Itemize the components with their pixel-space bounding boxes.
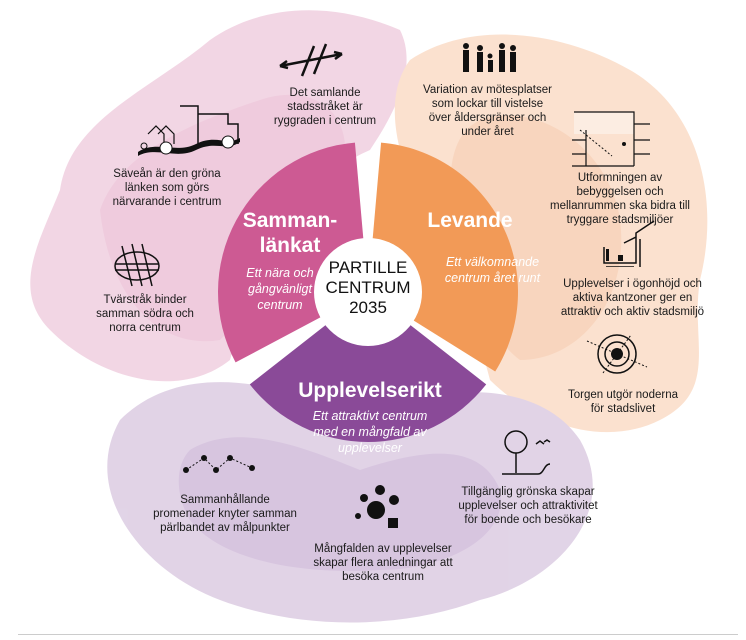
eye-level-icon bbox=[603, 220, 655, 267]
divider bbox=[18, 634, 738, 635]
street-section-icon bbox=[572, 111, 650, 167]
caption-gronska: Tillgänglig grönska skapar upplevelser o… bbox=[458, 486, 598, 526]
variety-shapes-icon bbox=[355, 485, 399, 528]
caption-ogonhojd: Upplevelser i ögonhöjd och aktiva kantzo… bbox=[560, 278, 705, 318]
caption-promenader: Sammanhållande promenader knyter samman … bbox=[153, 494, 297, 534]
caption-saevean: Säveån är den gröna länken som görs närv… bbox=[112, 168, 222, 208]
caption-motesplatser: Variation av mötesplatser som lockar til… bbox=[423, 84, 552, 138]
segment-title-sammanlankat: Samman- länkat bbox=[235, 208, 345, 258]
segment-sammanlankat bbox=[218, 142, 364, 363]
caption-tvarstrak: Tvärstråk binder samman södra och norra … bbox=[96, 294, 194, 334]
segment-subtitle-sammanlankat: Ett nära och gångvänligt centrum bbox=[246, 266, 314, 312]
caption-torgen: Torgen utgör noderna för stadslivet bbox=[568, 389, 678, 415]
people-icon bbox=[463, 43, 516, 72]
segment-upplevelserikt bbox=[249, 322, 487, 442]
segment-levande bbox=[372, 142, 518, 372]
square-node-icon bbox=[586, 334, 648, 374]
title-line: Samman- bbox=[242, 209, 338, 232]
caption-utformningen: Utformningen av bebyggelsen och mellanru… bbox=[550, 172, 690, 226]
segment-title-levande: Levande bbox=[427, 209, 513, 232]
caption-stadsstraket: Det samlande stadsstråket är ryggraden i… bbox=[273, 87, 377, 127]
center-line: CENTRUM bbox=[325, 278, 411, 297]
segment-subtitle-upplevelserikt: Ett attraktivt centrum med en mångfald a… bbox=[312, 409, 428, 455]
segment-subtitle-levande: Ett välkomnande centrum året runt bbox=[444, 255, 541, 285]
lavender-blob bbox=[178, 437, 501, 571]
pink-blob bbox=[100, 94, 346, 342]
center-line: 2035 bbox=[349, 298, 387, 317]
caption-mangfalden: Mångfalden av upplevelser skapar flera a… bbox=[313, 543, 453, 583]
green-nature-icon bbox=[502, 430, 551, 475]
river-green-link-icon bbox=[138, 105, 240, 156]
street-axis-icon bbox=[279, 43, 343, 77]
cross-paths-icon bbox=[114, 243, 160, 287]
center-line: PARTILLE bbox=[328, 258, 408, 277]
title-line: länkat bbox=[259, 234, 321, 257]
center-circle bbox=[314, 238, 422, 346]
center-label: PARTILLE CENTRUM 2035 bbox=[313, 258, 423, 318]
pearl-string-icon bbox=[183, 455, 255, 473]
segment-title-upplevelserikt: Upplevelserikt bbox=[298, 379, 442, 402]
